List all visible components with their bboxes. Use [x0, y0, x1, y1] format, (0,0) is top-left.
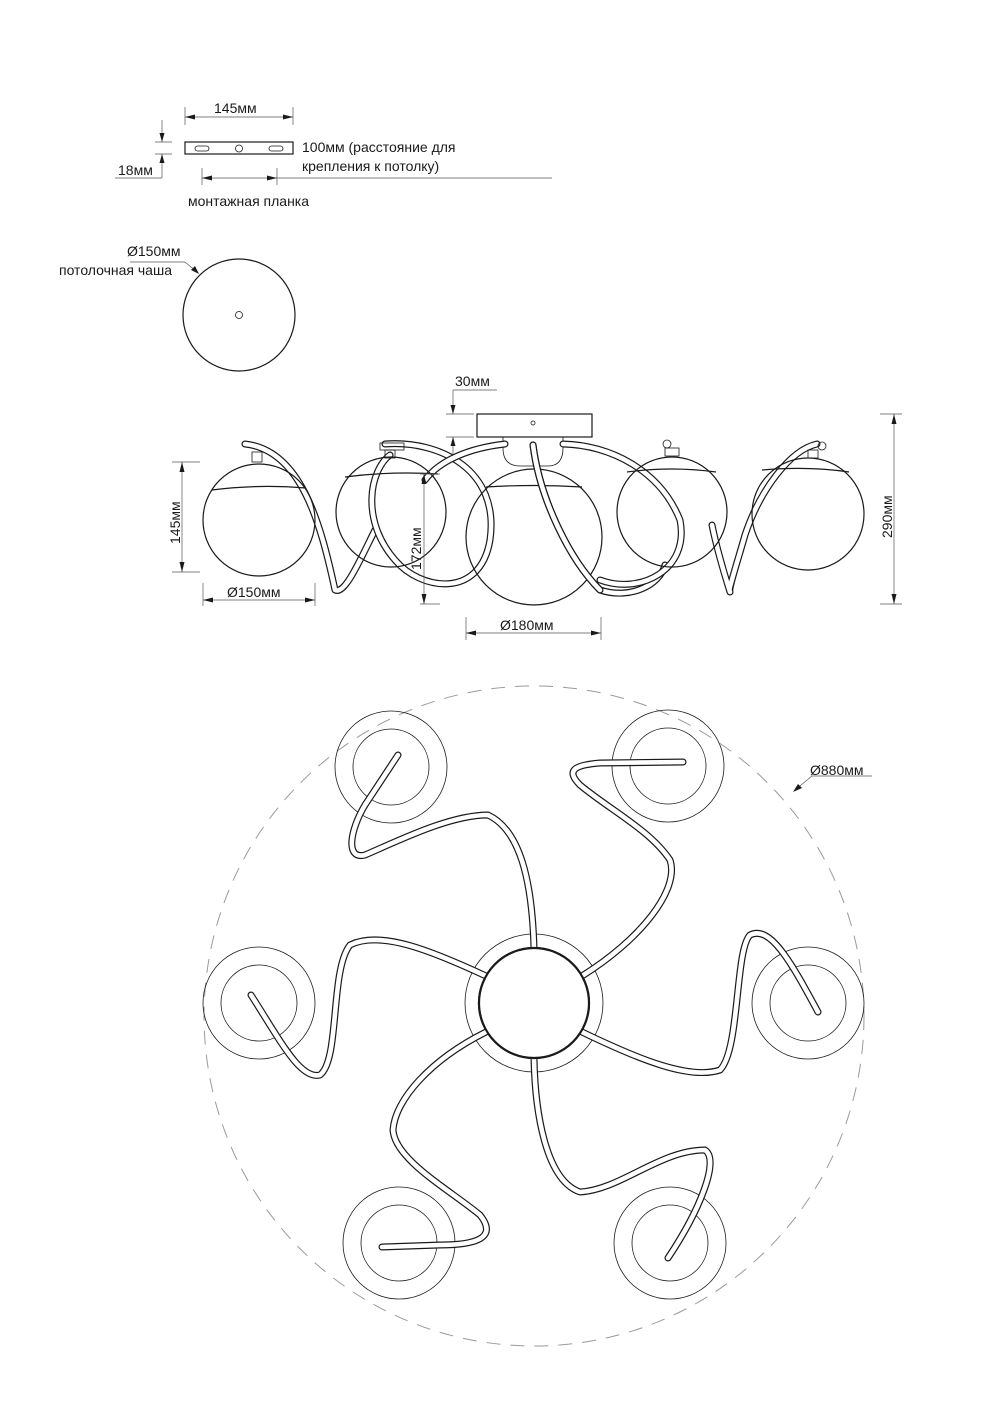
shade-left-inner: [335, 442, 447, 568]
shade-ring-bottom-right: [613, 1186, 727, 1300]
small-shade-diameter-label: Ø150мм: [227, 584, 281, 600]
total-height-label: 290мм: [879, 495, 895, 538]
cup-caption: потолочная чаша: [59, 262, 172, 278]
top-view: [202, 685, 872, 1347]
arm-left: [247, 936, 490, 1079]
plate-spacing-label-line2: крепления к потолку): [302, 158, 440, 174]
arm-bottom-left: [378, 1028, 490, 1251]
shade-ring-left: [202, 946, 316, 1060]
arm-right: [578, 929, 822, 1077]
side-view: [172, 389, 902, 640]
arm-bottom-right: [530, 1054, 714, 1262]
shade-left: [202, 451, 316, 577]
shade-ring-right: [751, 946, 865, 1060]
arm-top-right: [569, 758, 687, 980]
cup-diameter-label: Ø150мм: [127, 243, 181, 259]
plate-height-label: 18мм: [118, 162, 153, 178]
overall-diameter-label: Ø880мм: [810, 762, 864, 778]
arm-top-left: [348, 751, 538, 952]
ceiling-cup: [130, 258, 296, 372]
plate-width-label: 145мм: [214, 100, 257, 116]
mounting-plate: [115, 107, 552, 185]
center-shade-diameter-label: Ø180мм: [500, 617, 554, 633]
shade-right-inner: [616, 439, 728, 568]
shade-height-label: 145мм: [167, 501, 183, 544]
shade-right: [751, 441, 865, 571]
shade-ring-top-left: [334, 710, 448, 824]
canopy-height-label: 30мм: [455, 373, 490, 389]
plate-caption: монтажная планка: [188, 193, 310, 209]
plate-spacing-label-line1: 100мм (расстояние для: [302, 139, 456, 155]
drop-label: 172мм: [408, 527, 424, 570]
